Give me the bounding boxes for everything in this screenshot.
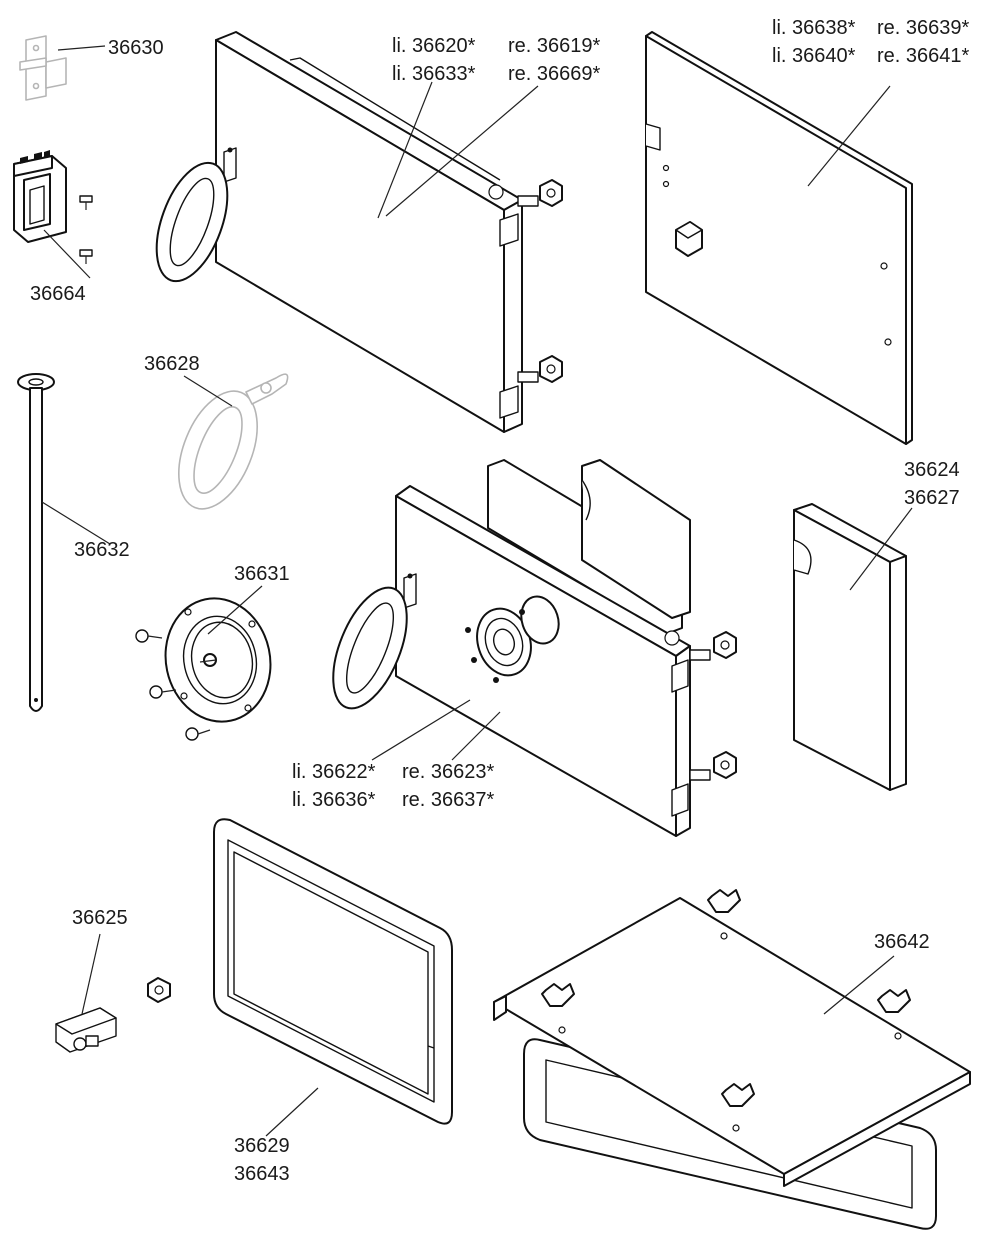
- leader-36628: [183, 375, 233, 407]
- label-upper-door-li-2: li. 36633*: [392, 63, 476, 85]
- upper-door-panel: [215, 31, 523, 433]
- lower-door-handle: [332, 586, 408, 710]
- label-36664: 36664: [30, 283, 86, 305]
- label-lower-door-li-2: li. 36636*: [292, 789, 376, 811]
- back-panel: [645, 31, 913, 445]
- leader-lower-door-2: [451, 711, 501, 761]
- flange-plate-part-36631: [164, 597, 272, 723]
- leader-36632: [41, 501, 111, 545]
- label-36625: 36625: [72, 907, 128, 929]
- label-lower-door-li-1: li. 36622*: [292, 761, 376, 783]
- leader-36630: [57, 45, 106, 51]
- lower-door-lock-cylinder: [465, 595, 560, 683]
- label-36642: 36642: [874, 931, 930, 953]
- leader-36625: [81, 933, 101, 1015]
- flange-screws: [135, 629, 211, 741]
- frame-gasket-part-36629: [213, 818, 453, 1125]
- handle-part-36628: [178, 373, 289, 510]
- electric-strike-part-36664: [13, 150, 93, 264]
- base-plate-part-36642: [493, 897, 971, 1187]
- label-upper-door-re-1: re. 36619*: [508, 35, 601, 57]
- leader-upper-door-2: [385, 85, 539, 217]
- label-36631: 36631: [234, 563, 290, 585]
- label-lower-door-re-2: re. 36637*: [402, 789, 495, 811]
- label-36624: 36624: [904, 459, 960, 481]
- label-36628: 36628: [144, 353, 200, 375]
- label-36629: 36629: [234, 1135, 290, 1157]
- wing-nuts: [541, 889, 911, 1107]
- leader-36631: [207, 585, 263, 635]
- label-upper-door-li-1: li. 36620*: [392, 35, 476, 57]
- latch-part-36630: [19, 35, 67, 101]
- side-block-part-36624: [793, 503, 907, 791]
- label-36627: 36627: [904, 487, 960, 509]
- label-back-panel-re-2: re. 36641*: [877, 45, 970, 67]
- label-36630: 36630: [108, 37, 164, 59]
- leader-lower-door-1: [371, 699, 471, 761]
- label-36643: 36643: [234, 1163, 290, 1185]
- leader-back-panel: [807, 85, 891, 187]
- upper-door-hinge-nuts: [517, 179, 563, 383]
- leader-36664: [43, 229, 91, 279]
- leader-upper-door-1: [377, 81, 433, 219]
- leader-36624: [849, 507, 913, 591]
- leader-36642: [823, 955, 895, 1015]
- label-36632: 36632: [74, 539, 130, 561]
- hex-nut-36625: [147, 977, 171, 1003]
- lower-door-back-bars: [487, 459, 691, 635]
- label-upper-door-re-2: re. 36669*: [508, 63, 601, 85]
- label-lower-door-re-1: re. 36623*: [402, 761, 495, 783]
- hinge-bolt-part-36625: [55, 1007, 117, 1053]
- leader-36629: [265, 1087, 319, 1137]
- upper-door-handle: [155, 161, 229, 283]
- label-back-panel-li-1: li. 36638*: [772, 17, 856, 39]
- label-back-panel-re-1: re. 36639*: [877, 17, 970, 39]
- lower-door-hinge-nuts: [689, 631, 737, 781]
- rod-part-36632: [17, 373, 55, 712]
- label-back-panel-li-2: li. 36640*: [772, 45, 856, 67]
